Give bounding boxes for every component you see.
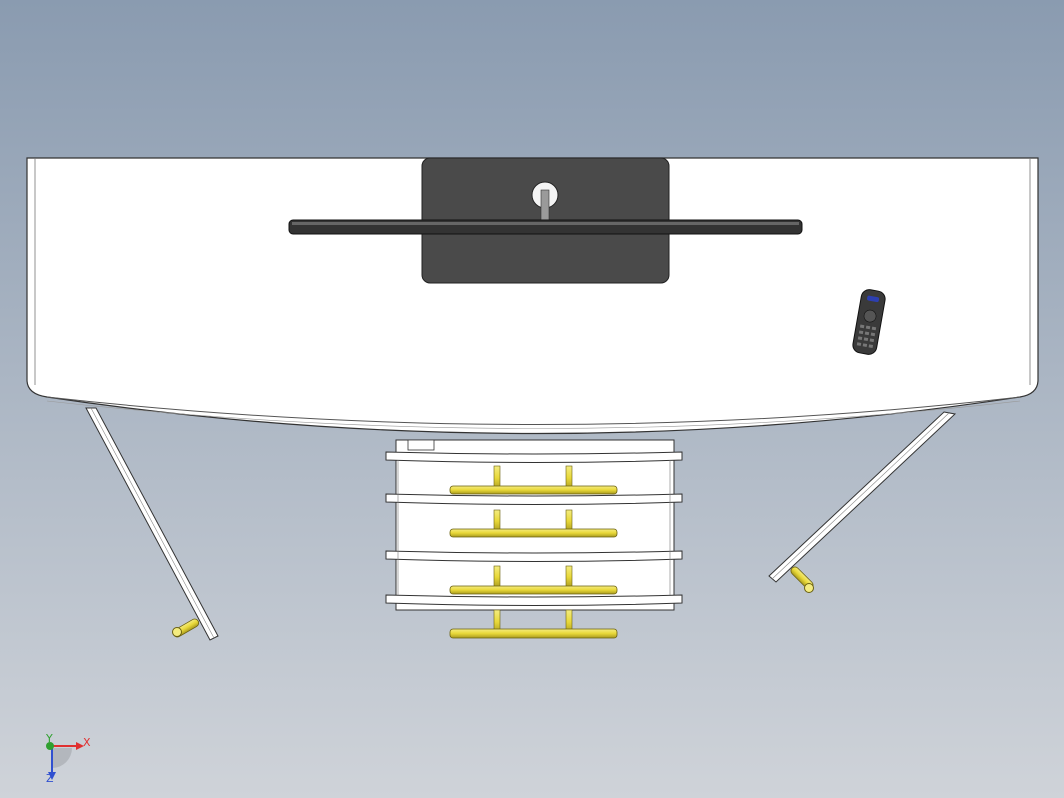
axis-z-label: Z bbox=[46, 772, 54, 785]
monitor-icon[interactable] bbox=[288, 157, 803, 284]
drawer-2[interactable] bbox=[385, 493, 683, 505]
drawer-handle-icon[interactable] bbox=[449, 465, 618, 495]
drawer-4[interactable] bbox=[385, 594, 683, 606]
drawer-unit[interactable] bbox=[385, 439, 683, 639]
drawer-1[interactable] bbox=[385, 451, 683, 463]
drawer-handle-icon[interactable] bbox=[449, 509, 618, 538]
drawer-3[interactable] bbox=[385, 550, 683, 562]
drawer-handle-icon[interactable] bbox=[449, 609, 618, 639]
axis-y-label: Y bbox=[45, 732, 53, 745]
drawer-handle-icon[interactable] bbox=[449, 565, 618, 595]
coordinate-triad-icon: X Y Z bbox=[45, 732, 91, 785]
right-leg[interactable] bbox=[768, 411, 957, 593]
left-leg[interactable] bbox=[85, 407, 219, 641]
tv-remote-icon[interactable] bbox=[852, 288, 887, 355]
axis-x-label: X bbox=[83, 736, 91, 749]
